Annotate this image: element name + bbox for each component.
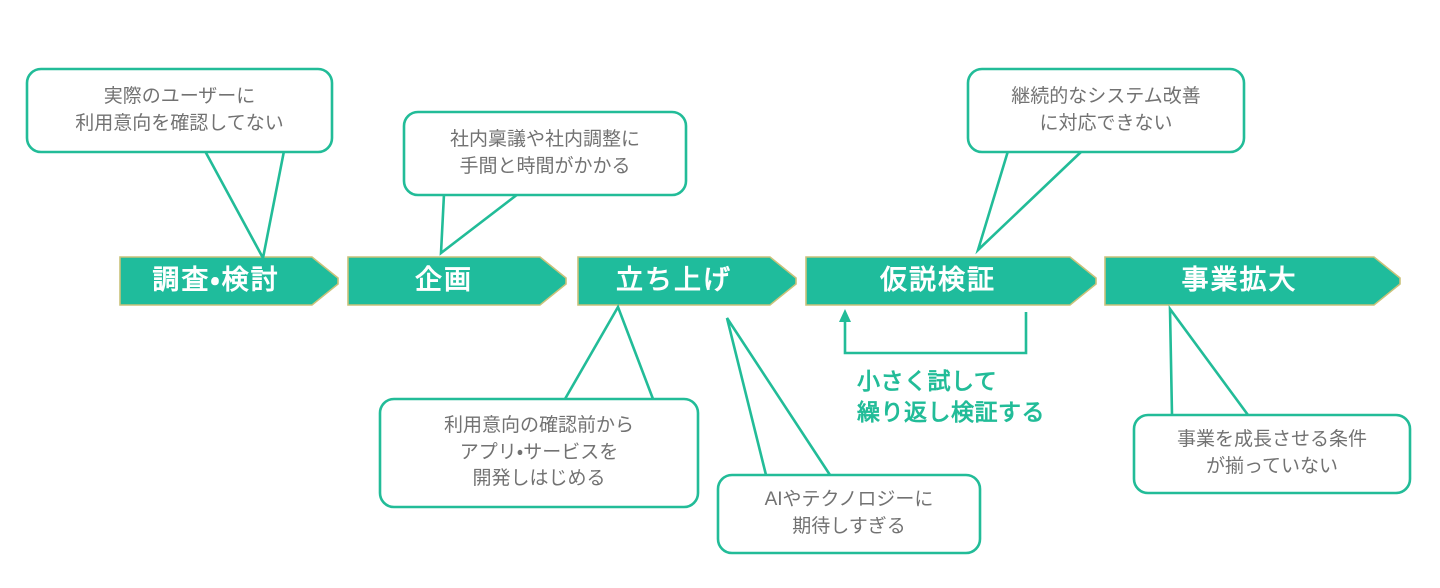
callout-premature-development-bubble[interactable]	[378, 397, 700, 509]
callout-continuous-improvement-bubble[interactable]	[966, 67, 1246, 154]
iteration-loop-path	[843, 312, 1028, 355]
callout-premature-development-tail	[563, 303, 655, 400]
callout-continuous-improvement-tail	[975, 150, 1083, 255]
stage-chevrons-group	[119, 256, 1401, 306]
callout-ai-overexpectation-bubble[interactable]	[716, 473, 982, 555]
callout-tails-group	[203, 150, 1250, 476]
callout-internal-approval-tail	[439, 192, 519, 256]
stage-chevron-1[interactable]	[119, 256, 339, 306]
callout-growth-conditions-bubble[interactable]	[1132, 413, 1412, 495]
stage-chevron-4[interactable]	[805, 256, 1097, 306]
callout-ai-overexpectation-tail	[725, 317, 832, 476]
stage-chevron-3[interactable]	[577, 256, 797, 306]
callout-internal-approval-bubble[interactable]	[402, 110, 688, 197]
callout-bubbles-group	[25, 67, 1412, 555]
callout-growth-conditions-tail	[1168, 304, 1250, 416]
iteration-loop-arrow	[839, 309, 1028, 355]
stage-chevron-5[interactable]	[1104, 256, 1401, 306]
iteration-loop-arrowhead-icon	[839, 309, 851, 322]
stage-chevron-2[interactable]	[347, 256, 567, 306]
callout-user-intent-bubble[interactable]	[25, 67, 334, 154]
callout-user-intent-tail	[203, 150, 286, 262]
